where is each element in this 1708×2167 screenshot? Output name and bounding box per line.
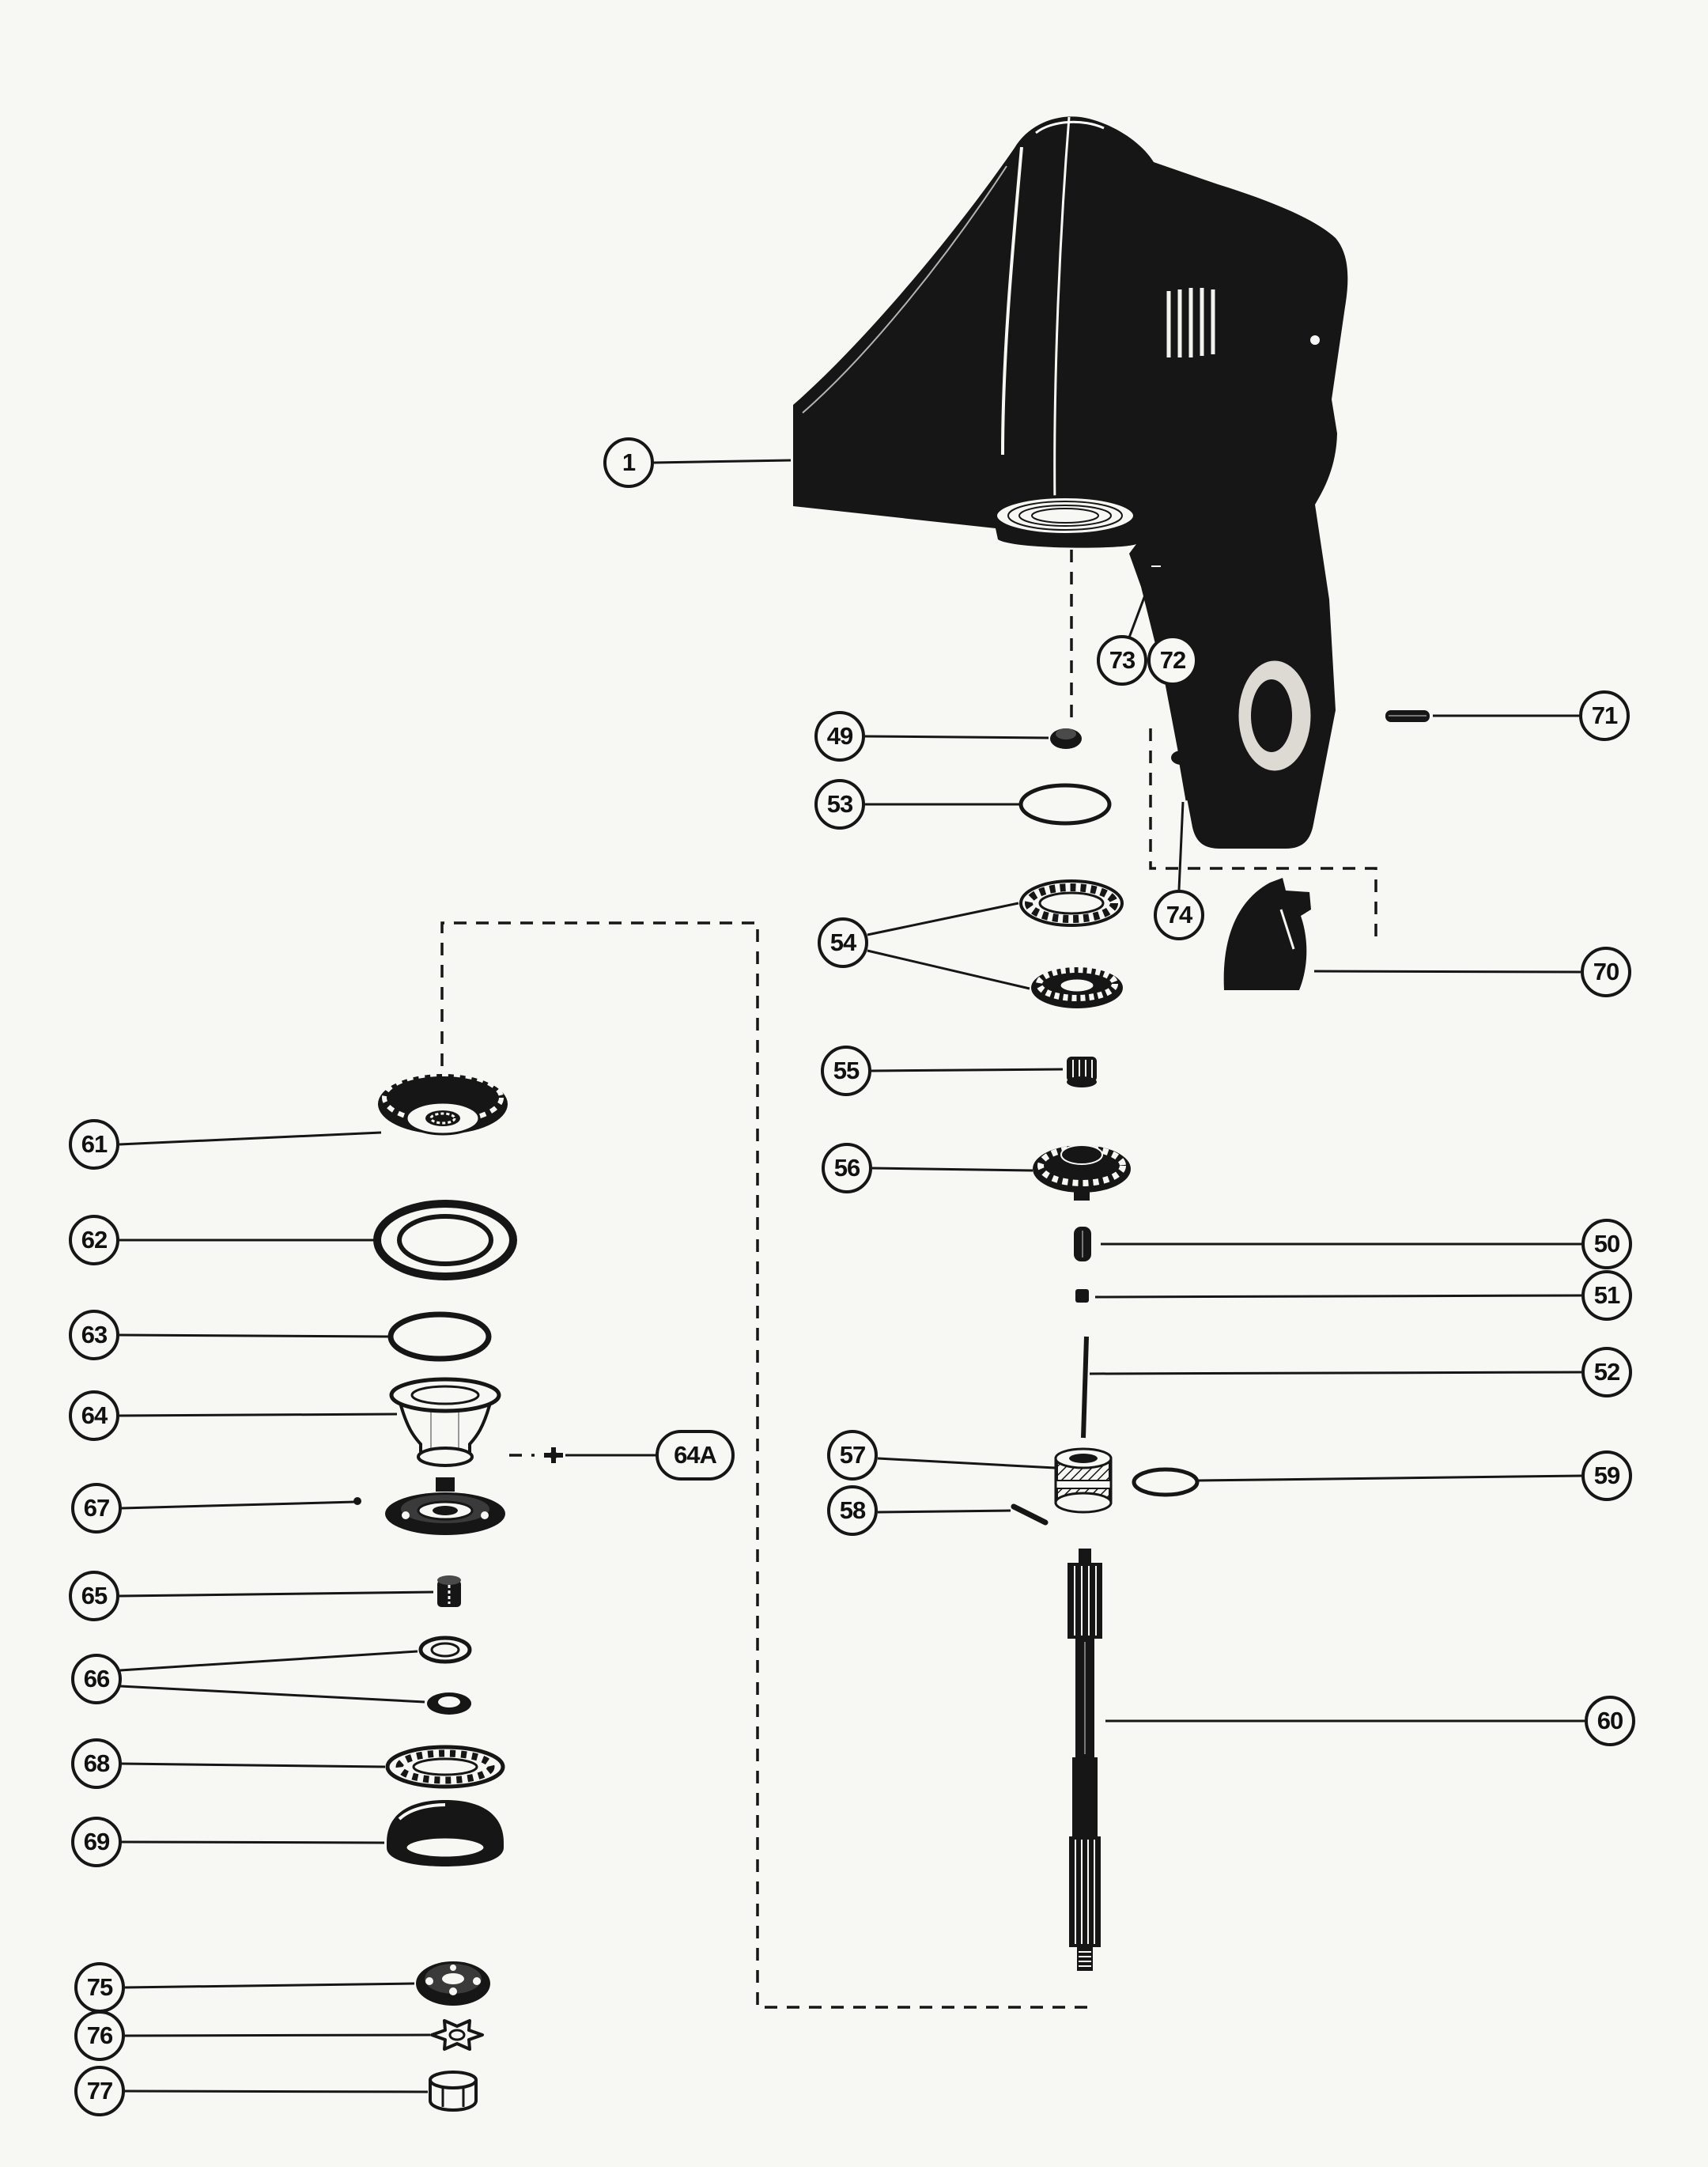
exhaust-opening: [1234, 656, 1315, 775]
part-50-roller: [1074, 1227, 1091, 1261]
callout-64a: 64A: [656, 1430, 735, 1481]
callout-77: 77: [74, 2066, 125, 2116]
part-58-pin: [1011, 1503, 1049, 1526]
part-68-spline-washer: [385, 1745, 505, 1789]
callout-50: 50: [1581, 1219, 1632, 1269]
callout-55: 55: [821, 1046, 871, 1096]
part-54-bearing-cone: [1031, 966, 1123, 1008]
leader-lines: [119, 459, 1585, 2093]
part-55-pinion-bearing: [1067, 1057, 1097, 1087]
part-60-driveshaft: [1068, 1549, 1102, 1971]
callout-52: 52: [1581, 1347, 1632, 1397]
part-51-key: [1075, 1289, 1089, 1303]
callout-72: 72: [1147, 635, 1198, 686]
part-75-spanner-nut: [416, 1961, 490, 2006]
driveshaft-bore: [994, 495, 1136, 536]
callout-58: 58: [827, 1485, 878, 1536]
callout-76: 76: [74, 2010, 125, 2061]
part-54-bearing-cup: [1019, 879, 1124, 927]
part-73-screw: [1149, 559, 1163, 573]
housing-screw-dot: [1310, 335, 1320, 345]
part-66-washer: [418, 1636, 472, 1664]
callout-73: 73: [1097, 635, 1147, 686]
callout-74: 74: [1154, 890, 1204, 940]
callout-60: 60: [1585, 1696, 1635, 1746]
part-53-o-ring: [1018, 783, 1112, 826]
part-49-nut: [1050, 728, 1082, 749]
part-71-pin: [1385, 710, 1430, 722]
part-61-forward-gear: [378, 1072, 508, 1136]
part-1-gearcase-housing: [793, 116, 1348, 849]
part-63-o-ring: [387, 1311, 492, 1362]
callout-65: 65: [69, 1571, 119, 1621]
part-59-o-ring: [1132, 1467, 1200, 1497]
callout-63: 63: [69, 1310, 119, 1360]
callout-66: 66: [71, 1654, 122, 1704]
housing-screw-dot: [1303, 183, 1314, 194]
part-67-flanged-hub: [353, 1477, 505, 1535]
callout-68: 68: [71, 1738, 122, 1789]
part-76-tab-washer: [430, 2019, 484, 2051]
callout-62: 62: [69, 1215, 119, 1265]
part-64-bearing-carrier: [389, 1377, 501, 1467]
callout-54: 54: [818, 917, 868, 968]
part-70-trim-tab: [1223, 878, 1311, 990]
part-57-spline-coupler: [1054, 1447, 1113, 1514]
part-69-bearing-cup: [387, 1800, 504, 1866]
assembly-dashed-lines: [440, 550, 1377, 2009]
callout-70: 70: [1581, 947, 1631, 997]
callout-51: 51: [1581, 1270, 1632, 1321]
part-52-rod: [1081, 1336, 1089, 1439]
callout-67: 67: [71, 1483, 122, 1534]
callout-57: 57: [827, 1430, 878, 1481]
part-56-pinion-gear: [1033, 1144, 1131, 1201]
part-72-grommet: [1180, 555, 1196, 571]
callout-69: 69: [71, 1817, 122, 1867]
callout-75: 75: [74, 1962, 125, 2013]
part-74-screw: [1171, 751, 1192, 801]
part-64a-screw: [544, 1447, 563, 1463]
callout-1: 1: [603, 437, 654, 488]
callout-59: 59: [1581, 1450, 1632, 1501]
part-65-sleeve: [437, 1575, 461, 1607]
intake-gills-detail: [1166, 288, 1215, 357]
part-66-seal: [427, 1692, 471, 1715]
callout-56: 56: [822, 1143, 872, 1193]
part-77-hex-nut: [429, 2071, 478, 2112]
callout-71: 71: [1579, 690, 1630, 741]
callout-61: 61: [69, 1119, 119, 1170]
callout-49: 49: [814, 711, 865, 762]
callout-53: 53: [814, 779, 865, 830]
part-62-thrust-ring: [373, 1200, 517, 1280]
callout-64: 64: [69, 1390, 119, 1441]
